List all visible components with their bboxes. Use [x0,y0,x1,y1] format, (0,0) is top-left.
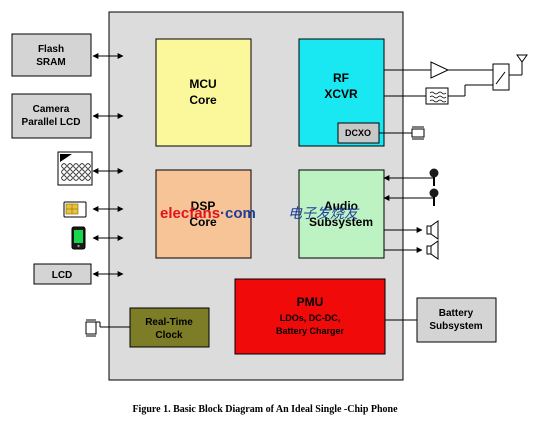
dcxo-label: DCXO [345,128,371,138]
pmu-sub-1: LDOs, DC-DC, [280,313,341,323]
camera-lcd-block: Camera Parallel LCD [11,93,92,139]
svg-text:elecfans·com: elecfans·com [160,205,256,222]
camera-lcd-label-1: Camera [33,104,70,115]
audio-label-1: Audio [324,199,358,213]
antenna-icon [516,54,528,63]
battery-label-1: Battery [439,308,474,319]
mcu-core-block: MCU Core [155,38,252,147]
rtc-block: Real-Time Clock [129,307,210,348]
pmu-sub-2: Battery Charger [276,326,345,336]
speaker-icon [384,220,439,240]
rtc-label-1: Real-Time [145,317,193,328]
microphone-icon [383,168,439,186]
pmu-title: PMU [297,295,324,309]
amplifier-icon [430,61,450,79]
rf-front-end [384,54,528,105]
flash-sram-label-2: SRAM [36,57,65,68]
watermark-cjk: 电子发烧友 [288,206,360,222]
mcu-label-2: Core [189,93,217,107]
keypad-icon [57,151,93,186]
watermark-dot: · [220,205,225,222]
dsp-label-1: DSP [191,199,216,213]
dsp-core-block: DSP Core [155,169,252,259]
sim-card-icon [63,201,87,218]
dsp-label-2: Core [189,215,217,229]
phone-icon [71,226,86,250]
audio-subsystem-block: Audio Subsystem [298,169,385,259]
figure-caption: Figure 1. Basic Block Diagram of An Idea… [132,404,398,415]
rtc-label-2: Clock [155,330,183,341]
microphone-icon-2 [383,188,439,206]
lcd-block: LCD [33,263,92,285]
mcu-label-1: MCU [189,77,216,91]
rf-label-2: XCVR [324,87,358,101]
camera-lcd-label-2: Parallel LCD [22,117,81,128]
dcxo-block: DCXO [337,122,380,144]
left-connectors [92,53,124,277]
audio-label-2: Subsystem [309,215,373,229]
pmu-block: PMU LDOs, DC-DC, Battery Charger [234,278,386,355]
speaker-icon-2 [384,240,439,260]
battery-subsystem-block: Battery Subsystem [416,297,497,343]
flash-sram-label-1: Flash [38,44,64,55]
lcd-label: LCD [52,270,73,281]
watermark: elecfans·com 电子发烧友 [160,205,360,222]
crystal-icon [85,319,130,337]
dcxo-crystal-icon [379,126,425,140]
battery-label-2: Subsystem [429,321,482,332]
rf-label-1: RF [333,71,349,85]
flash-sram-block: Flash SRAM [11,33,92,77]
watermark-com: com [225,205,256,222]
watermark-latin: elecfans [160,205,220,222]
